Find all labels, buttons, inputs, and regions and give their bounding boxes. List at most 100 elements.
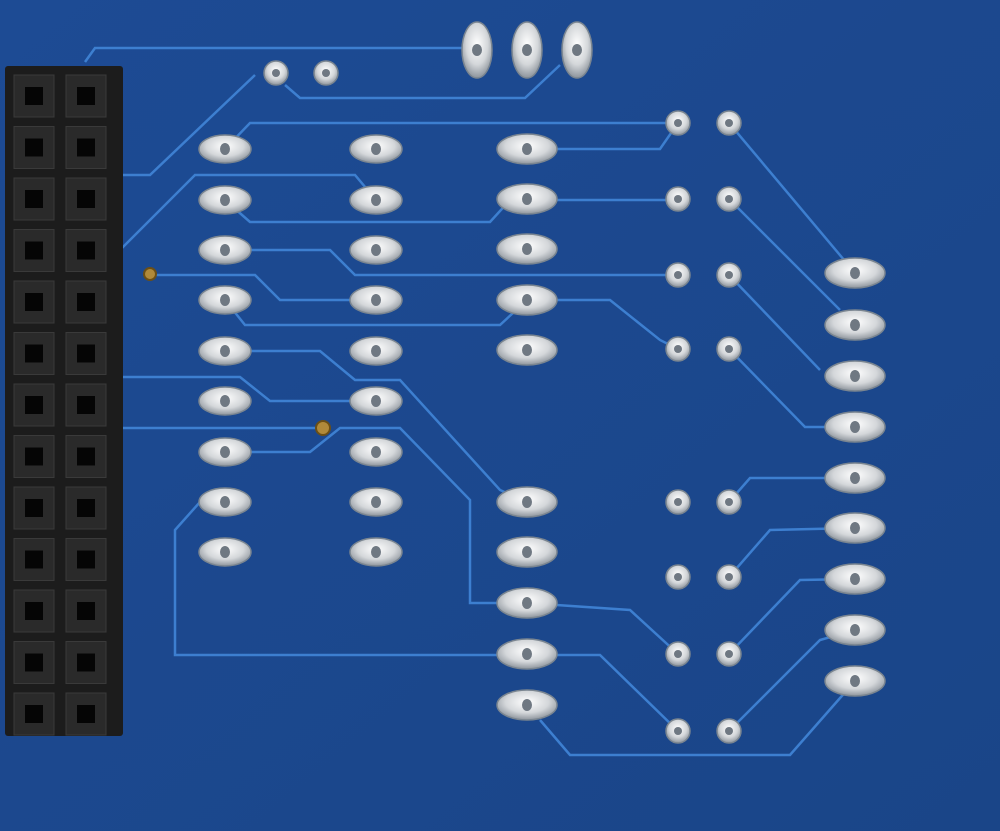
pad-hole xyxy=(522,44,532,56)
header-socket-hole xyxy=(25,653,43,672)
pad-hole xyxy=(371,244,381,256)
pad-hole xyxy=(371,395,381,407)
via-hole xyxy=(322,69,330,77)
pad-hole xyxy=(850,370,860,382)
trace xyxy=(728,198,841,311)
via-hole xyxy=(674,498,682,506)
pad-hole xyxy=(522,193,532,205)
header-socket xyxy=(65,486,107,530)
pad-hole xyxy=(522,699,532,711)
header-socket xyxy=(13,589,55,633)
pad-hole xyxy=(371,345,381,357)
header-socket-hole xyxy=(77,602,95,620)
pad-hole xyxy=(371,496,381,508)
trace xyxy=(120,375,376,403)
header-socket xyxy=(13,74,55,118)
pad-hole xyxy=(220,546,230,558)
trace xyxy=(539,680,856,757)
header-socket-hole xyxy=(77,550,95,569)
header-socket-hole xyxy=(25,190,43,208)
header-socket-hole xyxy=(77,241,95,260)
pad-hole xyxy=(220,294,230,306)
trace xyxy=(728,122,856,274)
header-socket-hole xyxy=(77,87,95,105)
pad-hole xyxy=(220,244,230,256)
pad-hole xyxy=(850,573,860,585)
pad-hole xyxy=(371,194,381,206)
via-hole xyxy=(725,345,733,353)
pad-hole xyxy=(472,44,482,56)
header-socket-hole xyxy=(25,241,43,260)
via-hole xyxy=(674,195,682,203)
pad-hole xyxy=(522,243,532,255)
via-hole xyxy=(674,119,682,127)
trace xyxy=(526,601,679,655)
header-socket-hole xyxy=(77,653,95,672)
header-socket-hole xyxy=(25,293,43,311)
pad-hole xyxy=(850,421,860,433)
via-hole xyxy=(674,345,682,353)
via-hole xyxy=(674,271,682,279)
pad-hole xyxy=(220,143,230,155)
via-hole xyxy=(674,573,682,581)
via-hole xyxy=(725,498,733,506)
pin-header xyxy=(5,66,123,736)
trace xyxy=(728,274,821,371)
trace xyxy=(150,273,376,302)
pad-hole xyxy=(371,546,381,558)
header-socket-hole xyxy=(77,447,95,466)
solder-pads xyxy=(143,21,886,744)
via-hole xyxy=(674,650,682,658)
via-hole xyxy=(725,195,733,203)
pad-hole xyxy=(850,624,860,636)
pad-hole xyxy=(850,522,860,534)
header-socket-hole xyxy=(77,499,95,517)
via-hole xyxy=(725,119,733,127)
pad-hole xyxy=(220,395,230,407)
header-socket-hole xyxy=(77,705,95,723)
header-socket-hole xyxy=(25,602,43,620)
header-socket xyxy=(13,692,55,736)
pad-hole xyxy=(371,143,381,155)
pad-hole xyxy=(371,294,381,306)
gold-via xyxy=(315,420,331,436)
pad-hole xyxy=(220,345,230,357)
pad-hole xyxy=(850,319,860,331)
via-hole xyxy=(725,271,733,279)
header-socket xyxy=(65,74,107,118)
trace xyxy=(225,248,678,277)
header-socket-hole xyxy=(25,550,43,569)
trace xyxy=(83,46,470,63)
pad-hole xyxy=(850,675,860,687)
header-socket-hole xyxy=(25,87,43,105)
via-hole xyxy=(725,573,733,581)
trace xyxy=(225,426,527,605)
pad-hole xyxy=(850,472,860,484)
pad-hole xyxy=(522,344,532,356)
pad-hole xyxy=(522,143,532,155)
pad-hole xyxy=(850,267,860,279)
trace xyxy=(284,64,561,100)
header-socket-hole xyxy=(77,190,95,208)
pad-hole xyxy=(371,446,381,458)
pad-hole xyxy=(522,597,532,609)
trace xyxy=(173,501,679,732)
header-socket-hole xyxy=(25,138,43,157)
pad-hole xyxy=(572,44,582,56)
via-hole xyxy=(725,727,733,735)
header-socket-hole xyxy=(25,447,43,466)
pad-hole xyxy=(220,194,230,206)
header-socket-hole xyxy=(25,705,43,723)
header-socket-hole xyxy=(77,138,95,157)
pad-hole xyxy=(522,496,532,508)
via-hole xyxy=(272,69,280,77)
gold-via xyxy=(143,267,157,281)
pad-hole xyxy=(522,294,532,306)
header-socket-hole xyxy=(77,396,95,414)
pad-hole xyxy=(220,496,230,508)
header-socket-hole xyxy=(25,396,43,414)
via-hole xyxy=(674,727,682,735)
pad-hole xyxy=(522,648,532,660)
